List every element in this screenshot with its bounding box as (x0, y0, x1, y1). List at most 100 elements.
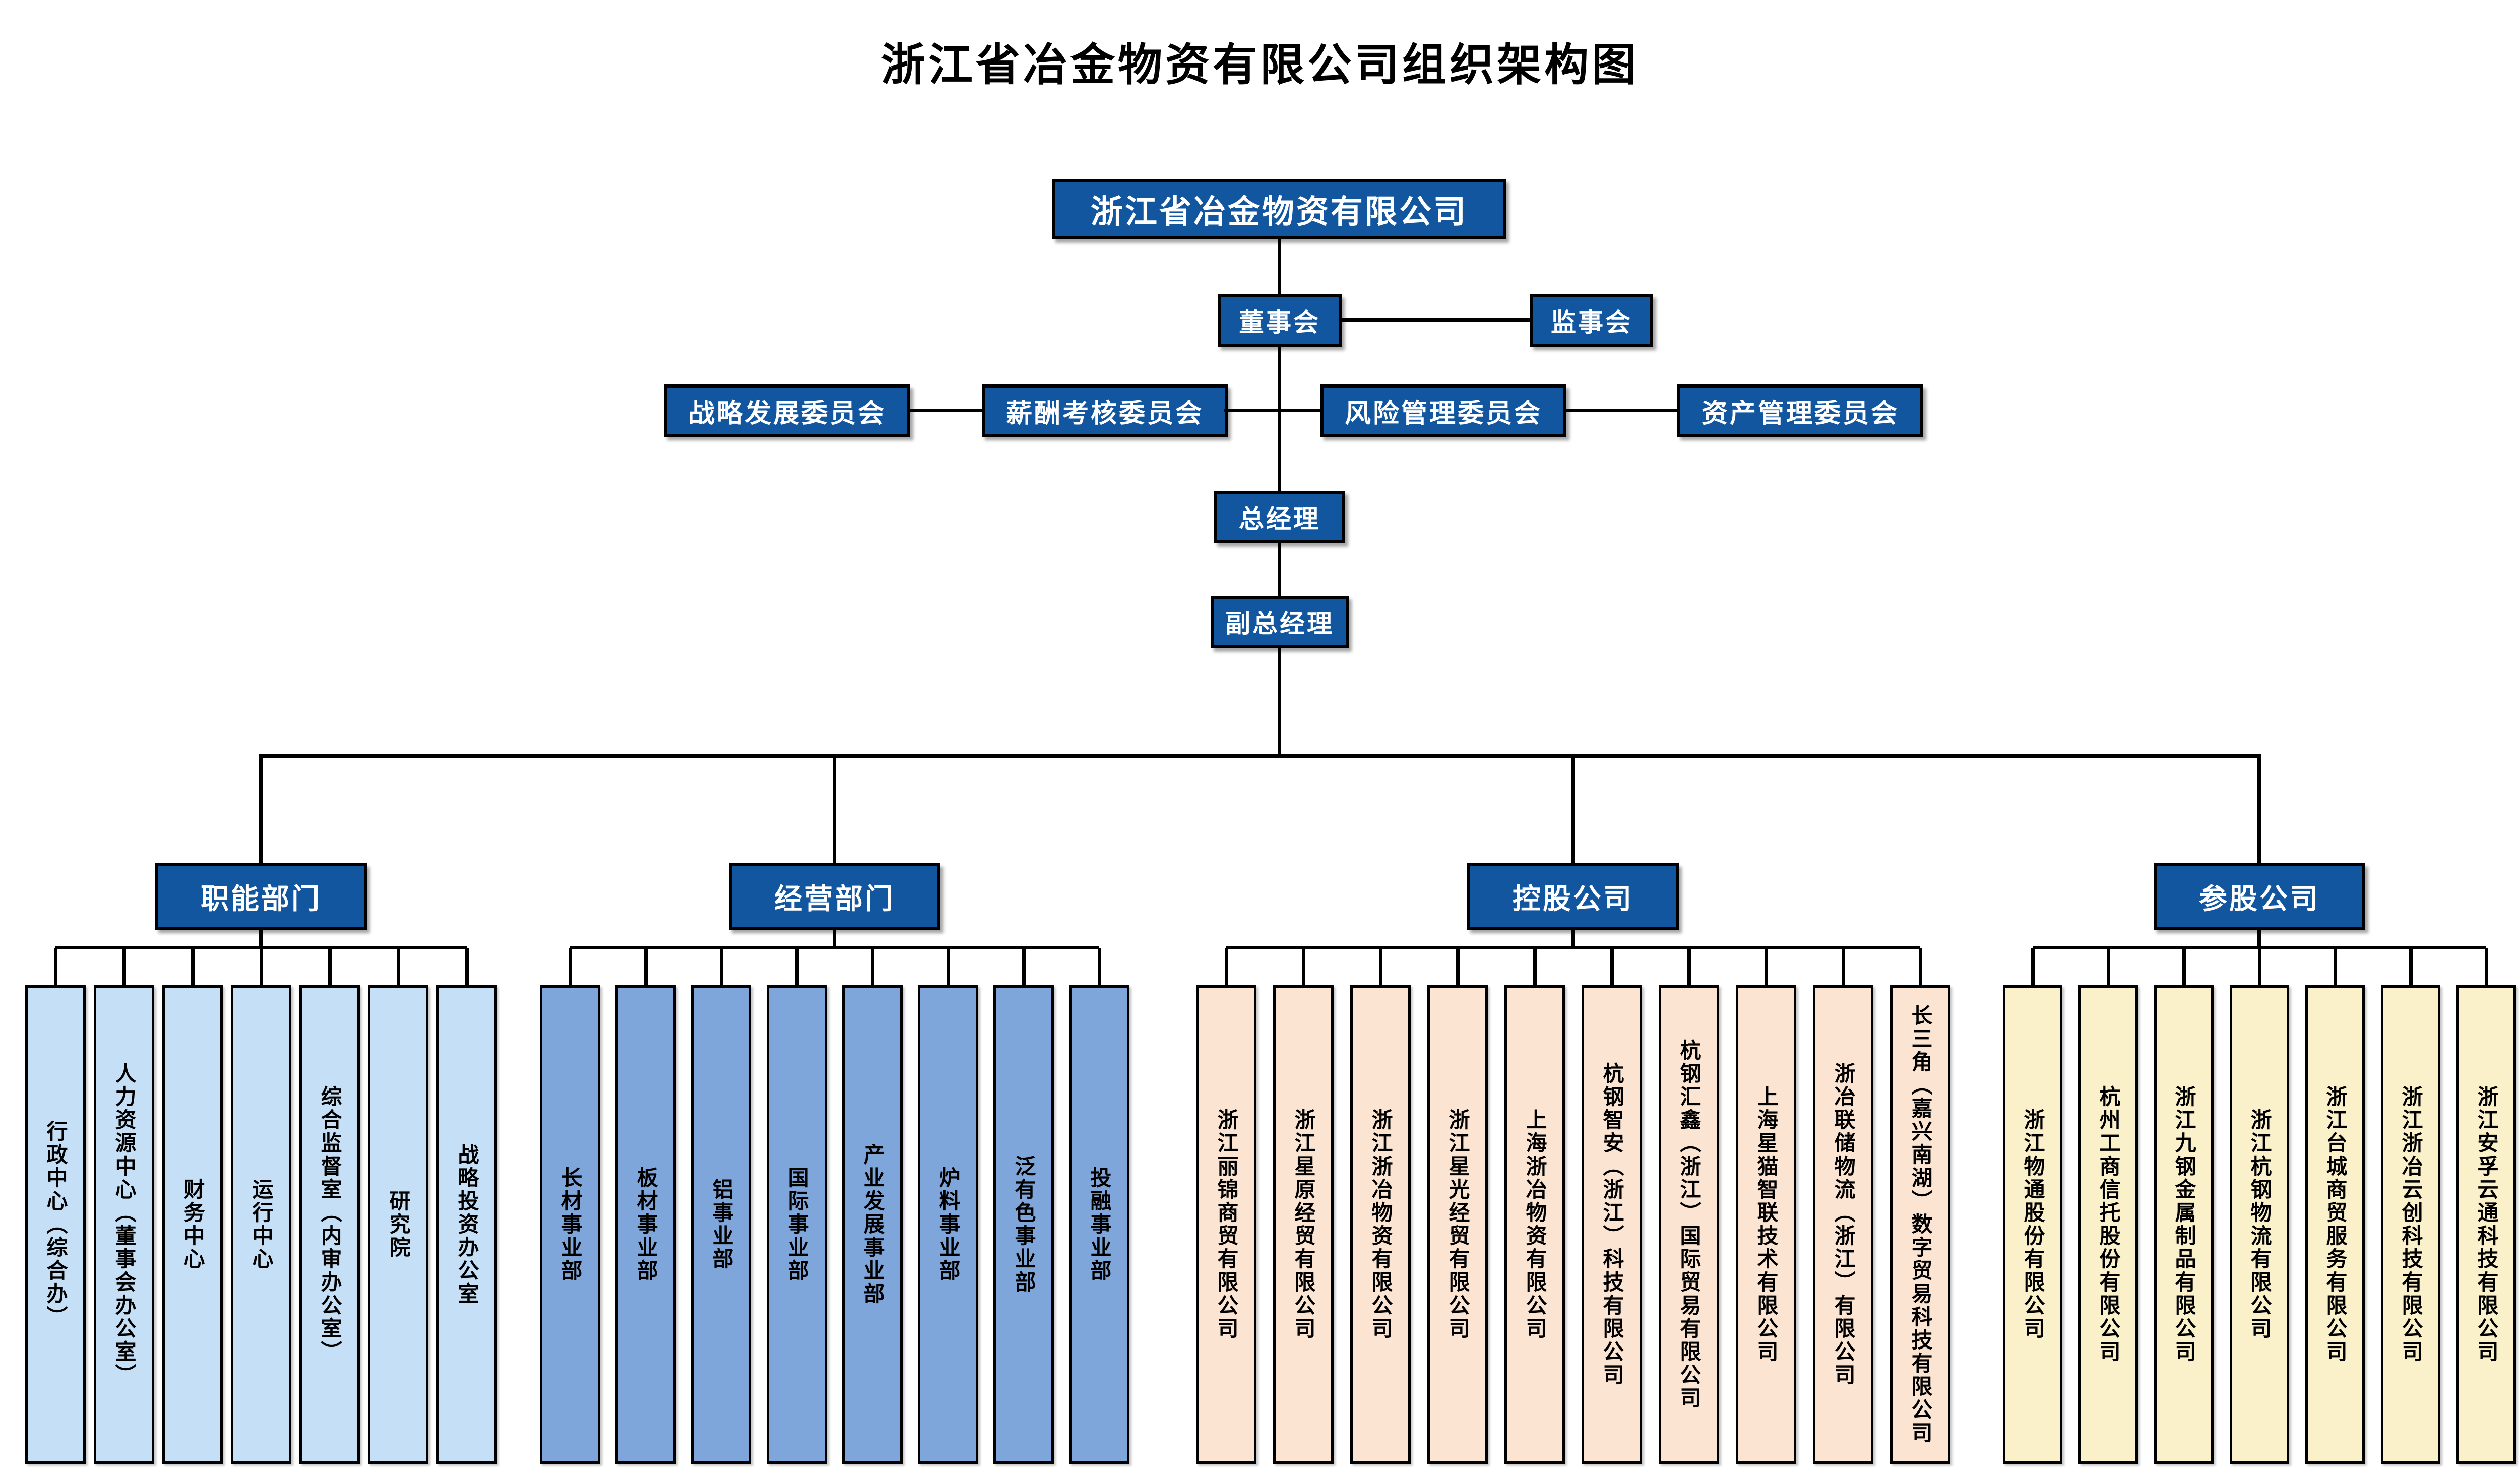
committee-box-strategy: 战略发展委员会 (664, 384, 910, 437)
connector-line (833, 754, 836, 863)
org-unit-label: 炉料事业部 (936, 1167, 961, 1282)
connector-line (1278, 345, 1281, 494)
org-unit-label: 泛有色事业部 (1012, 1155, 1036, 1294)
org-unit-label: 浙江浙冶云创科技有限公司 (2399, 1085, 2423, 1364)
org-unit-label: 杭州工商信托股份有限公司 (2097, 1085, 2121, 1364)
org-unit-label: 浙江星原经贸有限公司 (1292, 1109, 1316, 1340)
org-unit-box: 战略投资办公室 (436, 948, 497, 1464)
connector-line (1278, 646, 1281, 758)
committee-box-assets: 资产管理委员会 (1677, 384, 1923, 437)
connector-line (259, 754, 2261, 758)
org-unit-box: 浙江安孚云通科技有限公司 (2456, 948, 2516, 1464)
connector-line (1571, 929, 1575, 949)
org-unit-label: 浙江丽锦商贸有限公司 (1215, 1109, 1239, 1340)
org-unit-box: 综合监督室（内审办公室） (299, 948, 360, 1464)
connector-line (1224, 409, 1324, 412)
org-unit-box: 人力资源中心（董事会办公室） (94, 948, 154, 1464)
board-of-directors-box: 董事会 (1218, 294, 1342, 347)
org-unit-label: 运行中心 (249, 1178, 274, 1271)
connector-line (1563, 409, 1680, 412)
org-unit-label: 铝事业部 (710, 1178, 734, 1271)
connector-line (833, 929, 836, 949)
org-unit-box: 浙江杭钢物流有限公司 (2230, 948, 2289, 1464)
committee-box-compensation: 薪酬考核委员会 (982, 384, 1228, 437)
group-operating-departments: 长材事业部 板材事业部 铝事业部 国际事业部 产业发展事业部 炉料事业部 泛有色事业部 投融事… (540, 946, 1129, 1464)
org-unit-label: 上海浙冶物资有限公司 (1523, 1109, 1547, 1340)
org-unit-label: 浙冶联储物流（浙江）有限公司 (1832, 1062, 1856, 1387)
group-invested-companies: 浙江物通股份有限公司 杭州工商信托股份有限公司 浙江九钢金属制品有限公司 浙江杭钢物流… (2003, 946, 2516, 1464)
group-functional-departments: 行政中心（综合办） 人力资源中心（董事会办公室） 财务中心 运行中心 综合监督室（内审办… (25, 946, 497, 1464)
group-columns: 长材事业部 板材事业部 铝事业部 国际事业部 产业发展事业部 炉料事业部 泛有色事业部 投融事… (540, 948, 1129, 1464)
org-unit-label: 浙江物通股份有限公司 (2021, 1109, 2045, 1340)
group-header-operating-departments: 经营部门 (729, 863, 940, 930)
org-unit-label: 国际事业部 (785, 1167, 809, 1282)
org-unit-box: 行政中心（综合办） (25, 948, 86, 1464)
org-unit-box: 浙江物通股份有限公司 (2003, 948, 2062, 1464)
org-unit-label: 长三角（嘉兴南湖）数字贸易科技有限公司 (1909, 1004, 1933, 1445)
connector-line (907, 409, 985, 412)
org-unit-label: 综合监督室（内审办公室） (318, 1085, 342, 1364)
org-unit-label: 杭钢汇鑫（浙江）国际贸易有限公司 (1677, 1039, 1702, 1410)
org-unit-box: 杭州工商信托股份有限公司 (2078, 948, 2138, 1464)
org-unit-label: 上海星猫智联技术有限公司 (1754, 1085, 1779, 1364)
org-unit-box: 运行中心 (231, 948, 291, 1464)
org-unit-box: 浙江浙冶物资有限公司 (1350, 948, 1411, 1464)
org-unit-box: 产业发展事业部 (842, 948, 903, 1464)
committee-box-risk: 风险管理委员会 (1320, 384, 1566, 437)
org-unit-box: 浙江星原经贸有限公司 (1273, 948, 1334, 1464)
connector-line (1339, 318, 1533, 322)
org-unit-label: 行政中心（综合办） (44, 1120, 68, 1329)
deputy-general-manager-box: 副总经理 (1211, 596, 1349, 648)
connector-line (259, 754, 263, 863)
org-unit-label: 人力资源中心（董事会办公室） (112, 1062, 137, 1387)
org-unit-box: 浙江星光经贸有限公司 (1427, 948, 1488, 1464)
org-unit-box: 浙江浙冶云创科技有限公司 (2381, 948, 2440, 1464)
org-unit-label: 浙江安孚云通科技有限公司 (2475, 1085, 2499, 1364)
group-holding-companies: 浙江丽锦商贸有限公司 浙江星原经贸有限公司 浙江浙冶物资有限公司 浙江星光经贸有限公司… (1196, 946, 1950, 1464)
org-unit-label: 浙江星光经贸有限公司 (1446, 1109, 1470, 1340)
org-unit-label: 投融事业部 (1088, 1167, 1112, 1282)
org-unit-box: 杭钢汇鑫（浙江）国际贸易有限公司 (1659, 948, 1719, 1464)
org-unit-label: 产业发展事业部 (861, 1143, 885, 1306)
org-unit-box: 泛有色事业部 (993, 948, 1054, 1464)
connector-line (1278, 541, 1281, 599)
connector-line (2257, 929, 2261, 949)
org-unit-label: 浙江台城商贸服务有限公司 (2323, 1085, 2348, 1364)
supervisory-board-box: 监事会 (1530, 294, 1653, 347)
chart-title: 浙江省冶金物资有限公司组织架构图 (880, 40, 1639, 90)
org-unit-box: 炉料事业部 (918, 948, 978, 1464)
org-unit-label: 板材事业部 (634, 1167, 658, 1282)
org-unit-label: 财务中心 (181, 1178, 205, 1271)
org-unit-box: 长材事业部 (540, 948, 600, 1464)
group-header-holding-companies: 控股公司 (1467, 863, 1679, 930)
org-unit-label: 长材事业部 (558, 1167, 583, 1282)
group-columns: 浙江丽锦商贸有限公司 浙江星原经贸有限公司 浙江浙冶物资有限公司 浙江星光经贸有限公司… (1196, 948, 1950, 1464)
org-unit-box: 铝事业部 (691, 948, 751, 1464)
group-columns: 行政中心（综合办） 人力资源中心（董事会办公室） 财务中心 运行中心 综合监督室（内审办… (25, 948, 497, 1464)
org-unit-label: 战略投资办公室 (455, 1143, 479, 1306)
org-unit-box: 浙江九钢金属制品有限公司 (2154, 948, 2214, 1464)
connector-line (1571, 754, 1575, 863)
org-unit-label: 浙江杭钢物流有限公司 (2248, 1109, 2272, 1340)
org-unit-label: 浙江浙冶物资有限公司 (1369, 1109, 1393, 1340)
org-unit-box: 浙江台城商贸服务有限公司 (2305, 948, 2365, 1464)
connector-line (2257, 754, 2261, 863)
org-unit-box: 杭钢智安（浙江）科技有限公司 (1582, 948, 1642, 1464)
org-unit-box: 浙冶联储物流（浙江）有限公司 (1813, 948, 1873, 1464)
org-unit-box: 财务中心 (162, 948, 223, 1464)
org-unit-box: 浙江丽锦商贸有限公司 (1196, 948, 1256, 1464)
org-unit-box: 国际事业部 (767, 948, 827, 1464)
org-unit-box: 板材事业部 (615, 948, 676, 1464)
org-unit-label: 杭钢智安（浙江）科技有限公司 (1600, 1062, 1624, 1387)
group-columns: 浙江物通股份有限公司 杭州工商信托股份有限公司 浙江九钢金属制品有限公司 浙江杭钢物流… (2003, 948, 2516, 1464)
org-unit-box: 上海星猫智联技术有限公司 (1736, 948, 1796, 1464)
general-manager-box: 总经理 (1214, 491, 1345, 543)
org-unit-label: 研究院 (387, 1190, 411, 1259)
org-unit-box: 研究院 (368, 948, 428, 1464)
org-unit-box: 长三角（嘉兴南湖）数字贸易科技有限公司 (1890, 948, 1950, 1464)
org-unit-box: 投融事业部 (1069, 948, 1129, 1464)
org-unit-box: 上海浙冶物资有限公司 (1504, 948, 1565, 1464)
group-header-invested-companies: 参股公司 (2154, 863, 2365, 930)
group-header-functional-departments: 职能部门 (155, 863, 367, 930)
